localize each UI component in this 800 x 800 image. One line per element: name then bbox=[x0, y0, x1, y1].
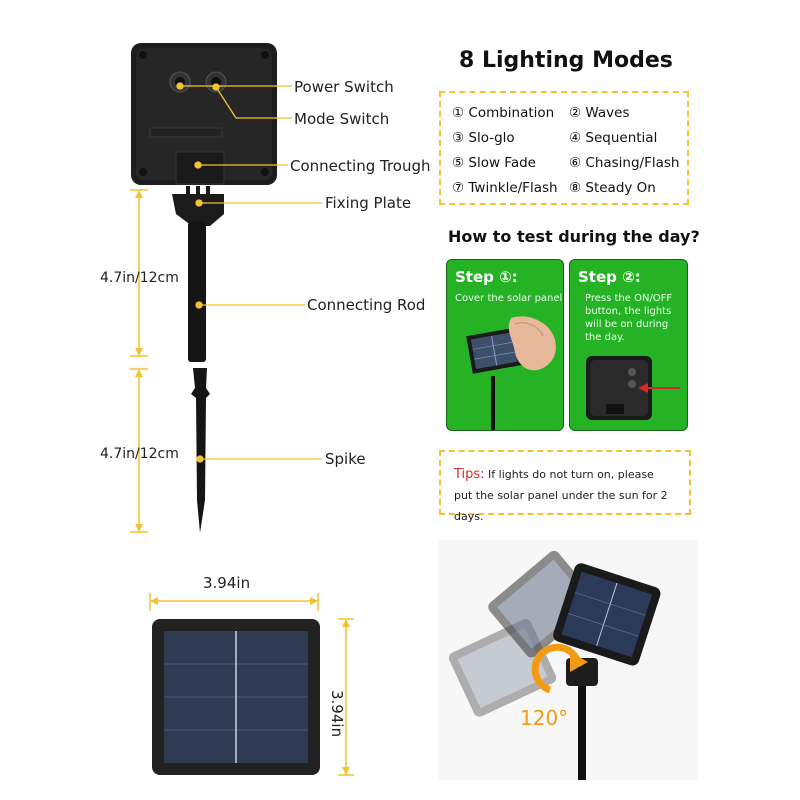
tips-text: Tips: If lights do not turn on, please p… bbox=[454, 464, 689, 527]
mode-item: ⑥ Chasing∕Flash bbox=[569, 155, 680, 171]
step-2-text: Press the ON/OFF button, the lights will… bbox=[585, 293, 673, 343]
tips-key: Tips: bbox=[454, 467, 485, 482]
rotation-angle-label: 120° bbox=[520, 706, 569, 730]
spike bbox=[191, 368, 210, 533]
mode-item: ③ Slo-glo bbox=[452, 130, 515, 146]
mode-item: ④ Sequential bbox=[569, 130, 658, 146]
connecting-rod-label: Connecting Rod bbox=[307, 296, 426, 314]
mode-switch-label: Mode Switch bbox=[294, 110, 390, 128]
press-switch-illustration bbox=[586, 356, 680, 420]
tips-line-1: If lights do not turn on, please bbox=[484, 468, 654, 481]
covered-panel-illustration bbox=[466, 316, 556, 430]
mode-item: ⑧ Steady On bbox=[569, 180, 656, 196]
rod-length-label: 4.7in/12cm bbox=[100, 270, 179, 286]
step-2-title: Step ②: bbox=[578, 268, 641, 286]
panel-height-label: 3.94in bbox=[328, 690, 346, 738]
rotation-illustration bbox=[438, 540, 698, 780]
modes-title: 8 Lighting Modes bbox=[459, 48, 673, 73]
step-1-card: Step ①: Cover the solar panel bbox=[446, 259, 564, 431]
solar-panel-diagram bbox=[149, 593, 354, 776]
tips-line-2: put the solar panel under the sun for 2 … bbox=[454, 489, 668, 523]
connecting-rod bbox=[188, 222, 206, 362]
spike-label: Spike bbox=[325, 450, 366, 468]
spike-length-label: 4.7in/12cm bbox=[100, 446, 179, 462]
tips-box: Tips: If lights do not turn on, please p… bbox=[439, 450, 691, 523]
mode-item: ⑤ Slow Fade bbox=[452, 155, 536, 171]
mode-item: ⑦ Twinkle∕Flash bbox=[452, 180, 558, 196]
step-1-title: Step ①: bbox=[455, 268, 518, 286]
panel-width-label: 3.94in bbox=[203, 574, 251, 592]
mode-item: ② Waves bbox=[569, 105, 630, 121]
test-title: How to test during the day? bbox=[448, 227, 700, 246]
power-switch-label: Power Switch bbox=[294, 78, 394, 96]
modes-box: ① Combination ② Waves ③ Slo-glo ④ Sequen… bbox=[439, 91, 689, 205]
fixing-plate-label: Fixing Plate bbox=[325, 194, 412, 212]
step-1-text: Cover the solar panel bbox=[455, 293, 563, 304]
device-diagram bbox=[130, 43, 322, 533]
step-2-card: Step ②: Press the ON/OFF button, the lig… bbox=[569, 259, 688, 431]
mode-item: ① Combination bbox=[452, 105, 555, 121]
connecting-trough-label: Connecting Trough bbox=[290, 157, 431, 175]
